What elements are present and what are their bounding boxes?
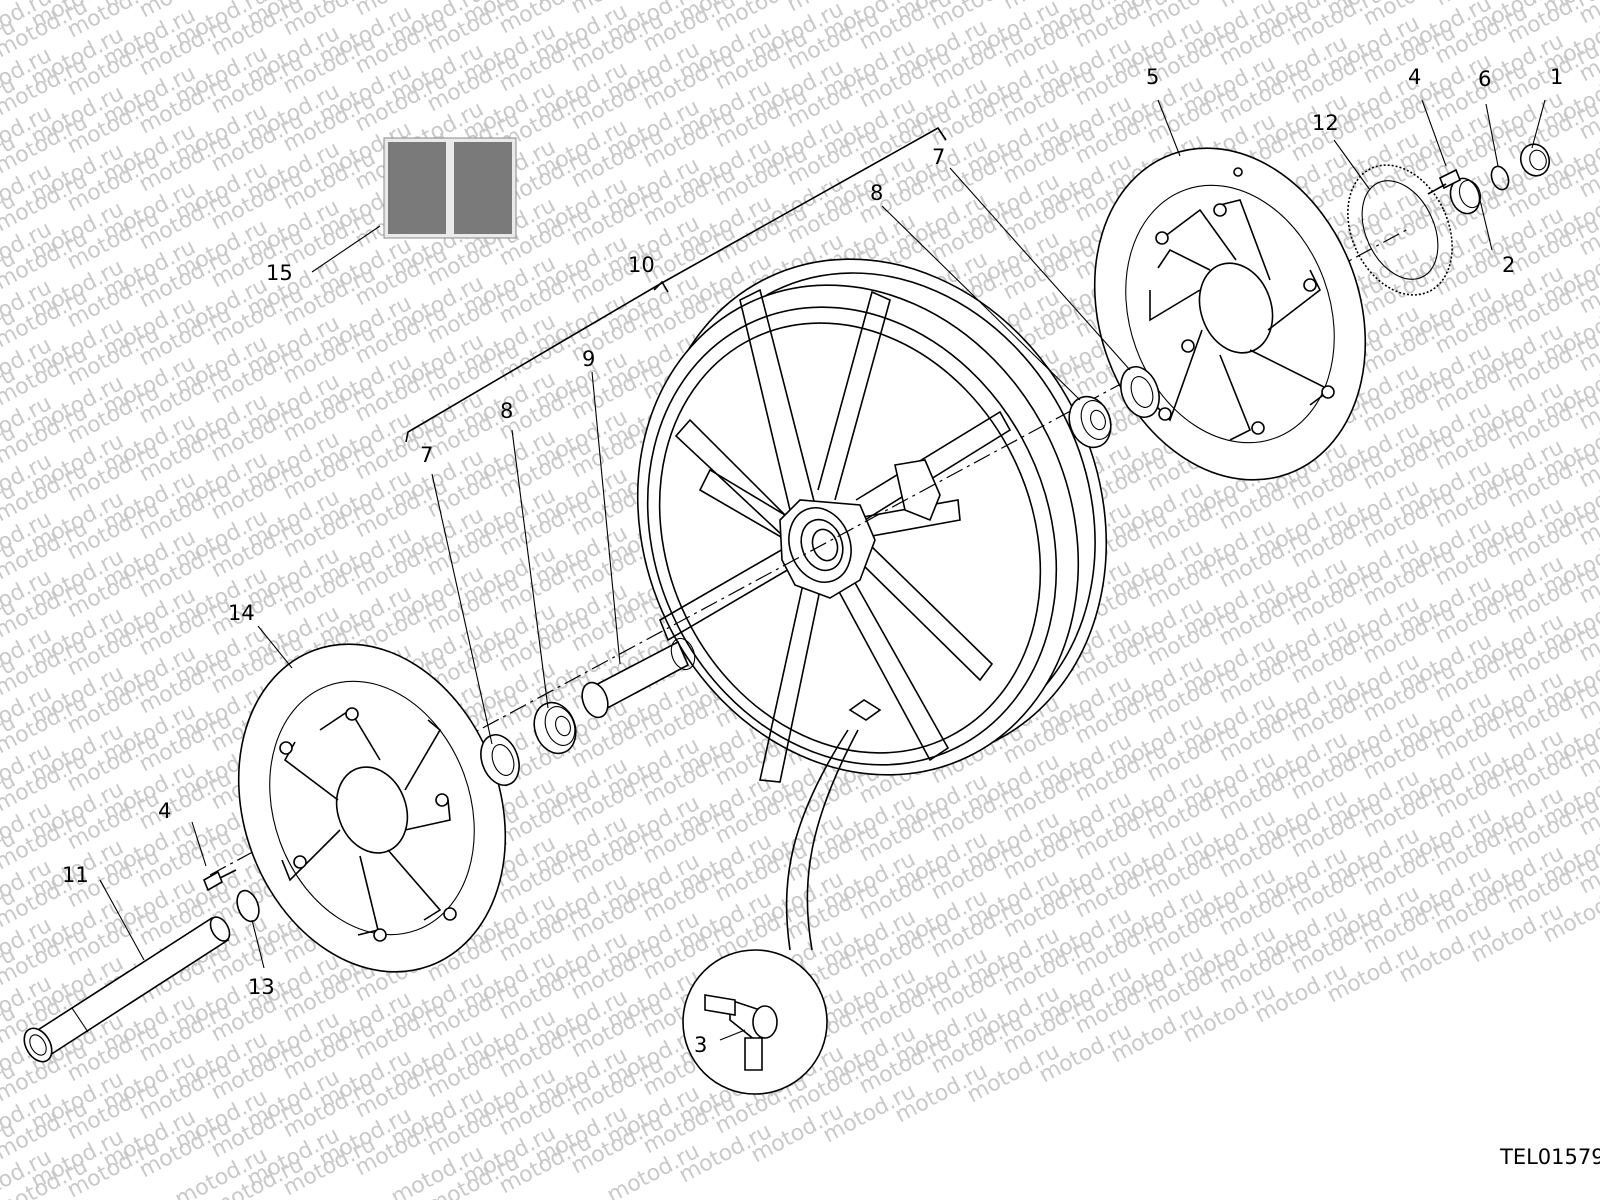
callout-10: 10 [628, 253, 655, 277]
callout-3: 3 [694, 1033, 707, 1057]
nut-part [1519, 143, 1551, 177]
axle-part [23, 916, 231, 1063]
callout-11: 11 [62, 863, 89, 887]
callout-7-right: 7 [932, 145, 945, 169]
callout-14: 14 [228, 601, 255, 625]
axle-spacer-part [236, 889, 260, 923]
callout-1: 1 [1550, 65, 1563, 89]
callout-5: 5 [1146, 65, 1159, 89]
callout-12: 12 [1312, 111, 1339, 135]
drawing-code: TEL01579 [1499, 1145, 1600, 1169]
callout-4-right: 4 [1408, 65, 1421, 89]
callout-8-left: 8 [500, 399, 513, 423]
callout-4-left: 4 [158, 799, 171, 823]
callout-7-left: 7 [420, 443, 433, 467]
callout-2: 2 [1502, 253, 1515, 277]
bolt-left-part [202, 869, 237, 892]
callout-6: 6 [1478, 67, 1491, 91]
callout-8-right: 8 [870, 181, 883, 205]
spacer-part [581, 637, 696, 719]
sticker-part [383, 137, 517, 239]
callout-9: 9 [582, 347, 595, 371]
bearing-left-part [533, 701, 577, 755]
left-brake-disc-part [237, 643, 507, 973]
washer-part [1490, 165, 1510, 191]
valve-detail-part [682, 729, 859, 1095]
callout-13: 13 [248, 975, 275, 999]
callout-15: 15 [266, 261, 293, 285]
